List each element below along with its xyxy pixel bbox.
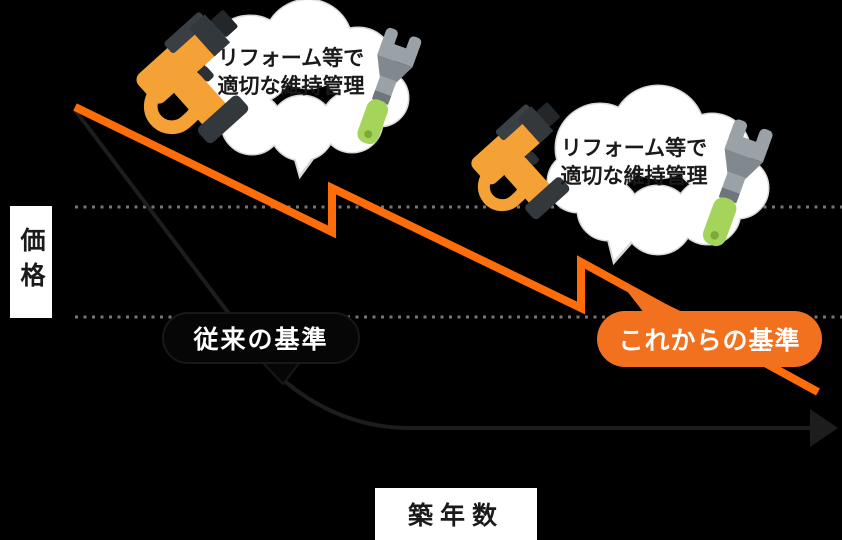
callout-line-1: リフォーム等で <box>217 47 365 70</box>
y-axis-label-box: 価格 <box>10 206 52 318</box>
callout-text-1: リフォーム等で 適切な維持管理 <box>200 45 382 101</box>
drill-icon <box>136 10 249 144</box>
old-standard-badge: 従来の基準 <box>162 312 360 364</box>
callout-text-2: リフォーム等で 適切な維持管理 <box>548 135 720 191</box>
speech-cloud-1 <box>192 0 410 180</box>
x-axis-label: 築年数 <box>407 502 504 530</box>
new-standard-label: これからの基準 <box>618 327 801 355</box>
new-standard-pill-tail <box>620 282 695 318</box>
callout-line-2: 適切な維持管理 <box>560 165 708 188</box>
y-axis-label: 価格 <box>17 227 45 297</box>
wrench-icon <box>357 27 422 145</box>
callout-line-2: 適切な維持管理 <box>217 75 365 98</box>
drill-icon <box>471 102 570 220</box>
callout-line-1: リフォーム等で <box>560 137 708 160</box>
wrench-icon <box>702 119 773 247</box>
old-standard-pill-tail <box>259 361 303 386</box>
old-standard-arrowhead <box>810 409 838 447</box>
speech-cloud-2 <box>546 84 770 266</box>
new-standard-badge: これからの基準 <box>597 311 822 367</box>
old-standard-label: 従来の基準 <box>193 326 329 354</box>
x-axis-label-box: 築年数 <box>375 488 537 540</box>
new-standard-sawtooth-line <box>73 103 820 396</box>
